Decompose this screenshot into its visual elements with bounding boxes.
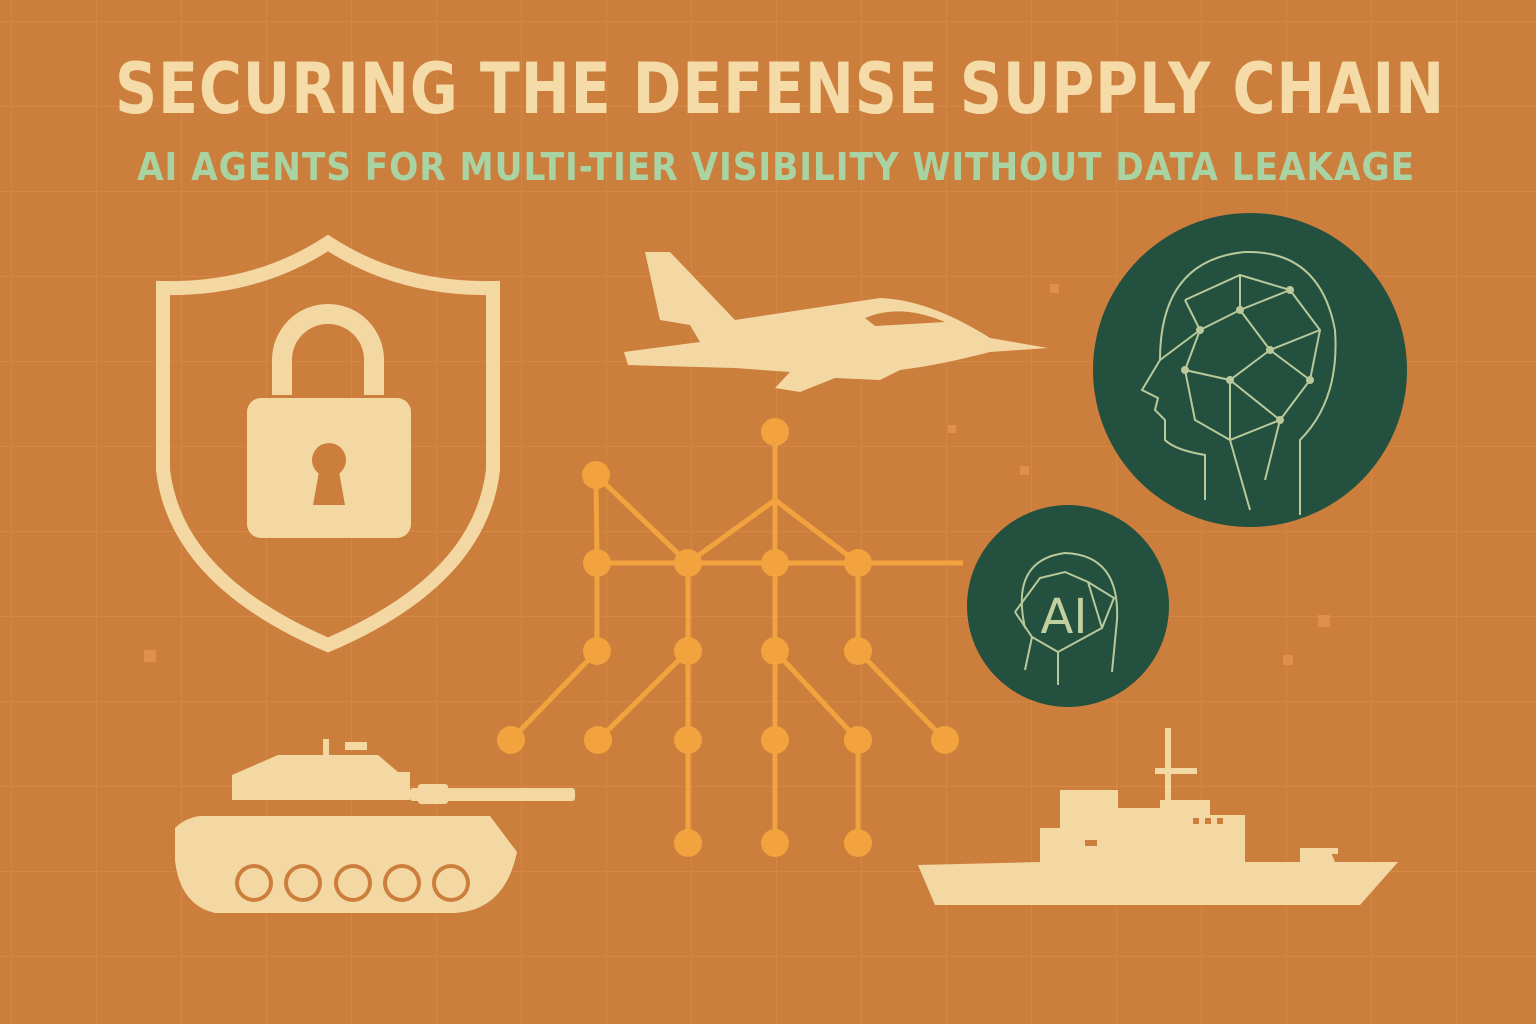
network-node: [674, 549, 702, 577]
network-node: [761, 549, 789, 577]
fighter-jet-icon: [624, 252, 1048, 392]
network-node: [844, 549, 872, 577]
network-edge: [686, 497, 777, 566]
network-edge: [596, 649, 690, 742]
network-edge: [593, 474, 600, 564]
network-node: [931, 726, 959, 754]
network-node: [761, 637, 789, 665]
network-node: [583, 637, 611, 665]
network-node: [674, 637, 702, 665]
tank-icon: [175, 739, 575, 913]
ai-badge-icon: AI: [967, 505, 1169, 707]
network-edge: [773, 649, 860, 742]
network-edge: [509, 649, 599, 742]
network-node: [497, 726, 525, 754]
network-node: [674, 726, 702, 754]
network-node: [844, 829, 872, 857]
network-edge: [773, 498, 860, 565]
warship-icon: [918, 728, 1398, 905]
network-edge: [594, 473, 690, 565]
supply-network-diagram: [497, 418, 963, 857]
network-node: [844, 637, 872, 665]
network-node: [844, 726, 872, 754]
network-node: [761, 418, 789, 446]
network-node: [583, 549, 611, 577]
network-node: [761, 726, 789, 754]
network-node: [584, 726, 612, 754]
network-edge: [856, 649, 947, 742]
network-node: [582, 461, 610, 489]
ai-head-icon: [1093, 213, 1407, 527]
shield-lock-icon: [156, 234, 500, 653]
decorative-squares: [144, 284, 1330, 665]
network-node: [674, 829, 702, 857]
network-node: [761, 829, 789, 857]
page-subtitle: AI AGENTS FOR MULTI-TIER VISIBILITY WITH…: [137, 145, 1415, 189]
page-title: SECURING THE DEFENSE SUPPLY CHAIN: [115, 48, 1445, 130]
ai-badge-text: AI: [1041, 589, 1088, 645]
